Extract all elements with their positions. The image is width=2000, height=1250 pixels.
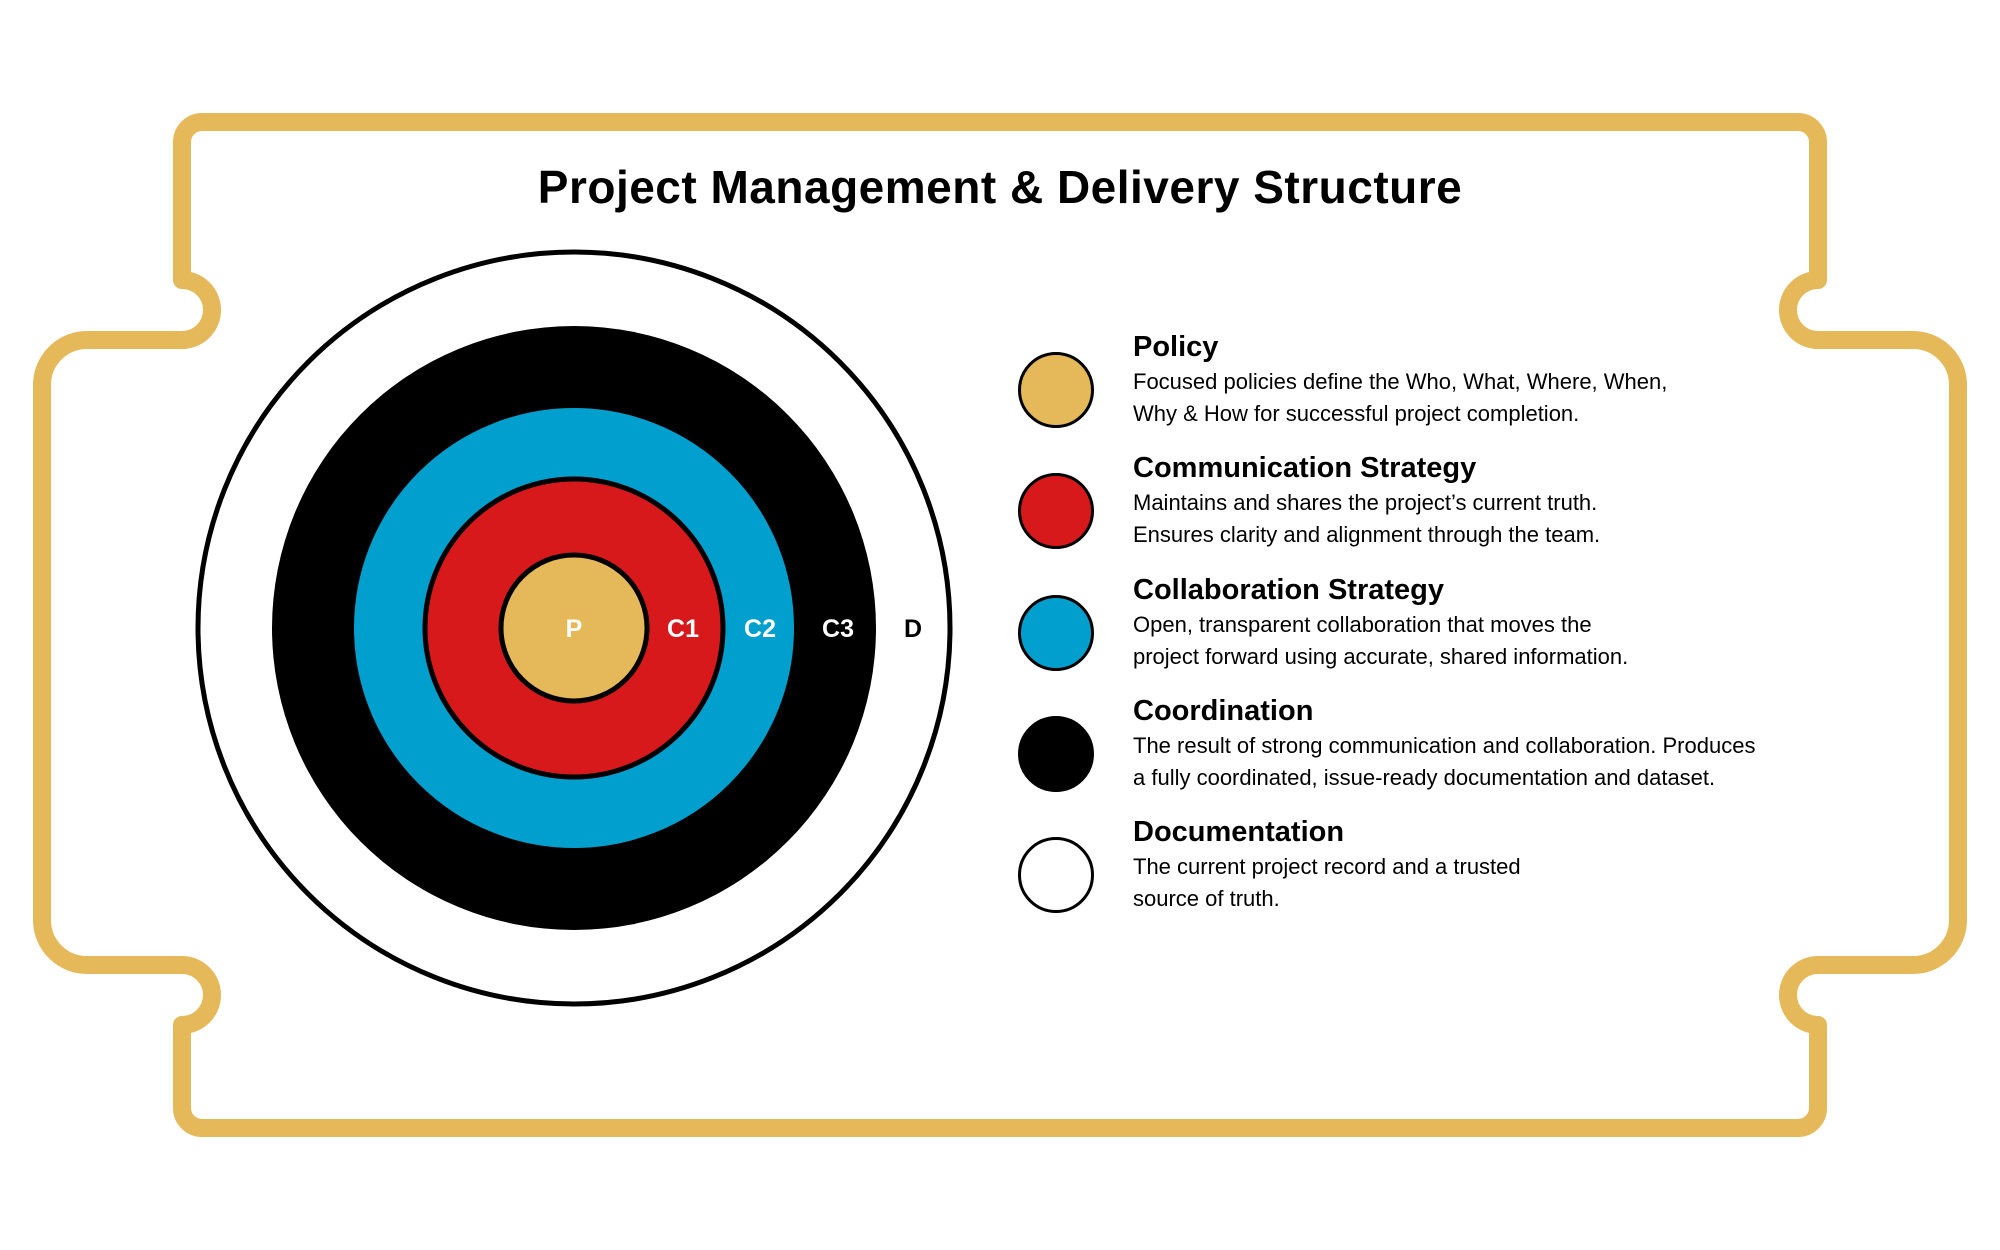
label-p: P: [566, 615, 583, 643]
legend-desc-line: The result of strong communication and c…: [1133, 733, 1756, 758]
label-c2: C2: [744, 615, 776, 643]
legend-desc-line: The current project record and a trusted: [1133, 854, 1521, 879]
legend-item-communication: Communication Strategy Maintains and sha…: [1018, 452, 1918, 583]
legend-desc-line: Maintains and shares the project’s curre…: [1133, 490, 1598, 515]
label-c3: C3: [822, 615, 854, 643]
policy-swatch: [1018, 352, 1094, 428]
ring-policy: [498, 552, 650, 704]
legend-heading: Policy: [1133, 331, 1219, 363]
label-d: D: [904, 615, 922, 643]
legend-item-collaboration: Collaboration Strategy Open, transparent…: [1018, 574, 1918, 705]
legend-item-policy: Policy Focused policies define the Who, …: [1018, 331, 1918, 462]
legend-desc-line: project forward using accurate, shared i…: [1133, 644, 1629, 669]
legend-item-documentation: Documentation The current project record…: [1018, 816, 1918, 947]
coordination-swatch: [1018, 716, 1094, 792]
frame-border: [33, 113, 1967, 1137]
legend-heading: Documentation: [1133, 816, 1345, 848]
page-title: Project Management & Delivery Structure: [537, 161, 1463, 213]
documentation-swatch: [1018, 837, 1094, 913]
legend-desc-line: a fully coordinated, issue-ready documen…: [1133, 765, 1716, 790]
legend-heading: Communication Strategy: [1133, 452, 1477, 484]
communication-swatch: [1018, 473, 1094, 549]
legend-desc-line: Focused policies define the Who, What, W…: [1133, 369, 1668, 394]
legend-heading: Collaboration Strategy: [1133, 574, 1444, 606]
label-c1: C1: [667, 615, 699, 643]
legend-item-coordination: Coordination The result of strong commun…: [1018, 695, 1918, 826]
legend-desc-line: Ensures clarity and alignment through th…: [1133, 522, 1601, 547]
collaboration-swatch: [1018, 595, 1094, 671]
legend-heading: Coordination: [1133, 695, 1314, 727]
legend-desc-line: Open, transparent collaboration that mov…: [1133, 612, 1592, 637]
legend-desc-line: Why & How for successful project complet…: [1133, 401, 1580, 426]
legend-desc-line: source of truth.: [1133, 886, 1280, 911]
